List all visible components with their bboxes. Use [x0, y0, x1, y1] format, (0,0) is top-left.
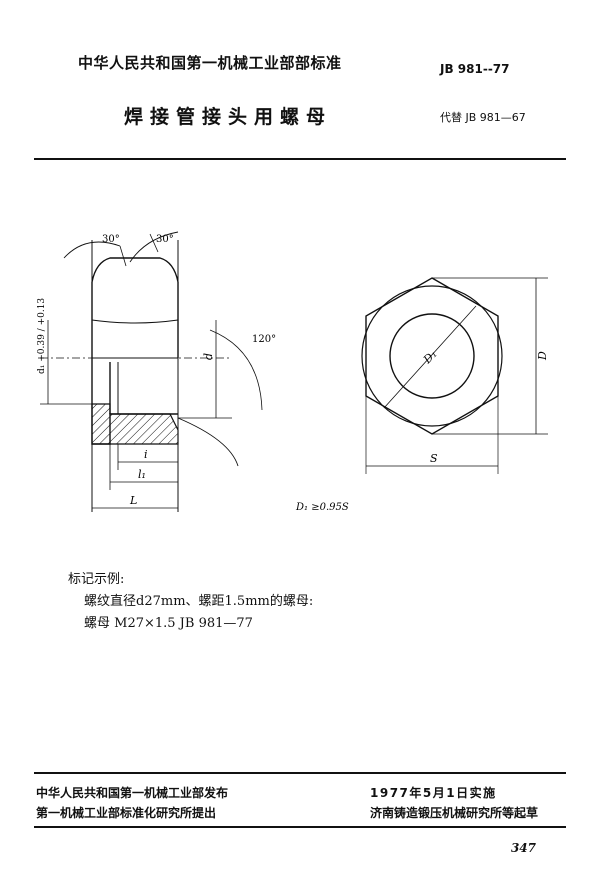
- marking-example-code: 螺母 M27×1.5 JB 981—77: [84, 616, 253, 631]
- d-label: d: [202, 353, 215, 360]
- issuer: 中华人民共和国第一机械工业部发布: [36, 786, 229, 800]
- standard-code: JB 981--77: [440, 62, 510, 76]
- angle-hex-label: 120°: [252, 334, 276, 345]
- i-label: i: [144, 448, 148, 461]
- marking-example-description: 螺纹直径d27mm、螺距1.5mm的螺母:: [84, 594, 314, 609]
- angle-left-label: 30°: [102, 234, 120, 245]
- marking-example-label: 标记示例:: [68, 572, 125, 587]
- page-title: 焊接管接头用螺母: [124, 106, 333, 128]
- footer-rule: [34, 772, 566, 774]
- footer-bottom-rule: [34, 826, 566, 828]
- angle-right-label: 30°: [156, 234, 174, 245]
- standard-organization: 中华人民共和国第一机械工业部部标准: [78, 54, 342, 72]
- L-label: L: [129, 494, 137, 507]
- l1-label: l₁: [138, 468, 146, 481]
- D1-note: D₁ ≥0.95S: [295, 502, 349, 513]
- S-label: S: [430, 452, 438, 465]
- page-number: 347: [510, 841, 536, 855]
- front-view: [361, 277, 548, 474]
- d1-tolerance-label: d₁ +0.39 / +0.13: [37, 298, 47, 374]
- nut-drawing: 30° 30° 120° d₁ +0.39 / +0.13 d i l₁ L D…: [37, 231, 549, 513]
- effective-date: 1977年5月1日实施: [370, 786, 497, 800]
- header-rule: [34, 158, 566, 160]
- replaces-note: 代替 JB 981—67: [440, 111, 526, 124]
- D-label: D: [536, 351, 549, 361]
- side-view: [40, 231, 263, 512]
- proposer: 第一机械工业部标准化研究所提出: [36, 806, 217, 820]
- drafter: 济南铸造锻压机械研究所等起草: [370, 806, 539, 820]
- D1-label: D₁: [420, 348, 439, 367]
